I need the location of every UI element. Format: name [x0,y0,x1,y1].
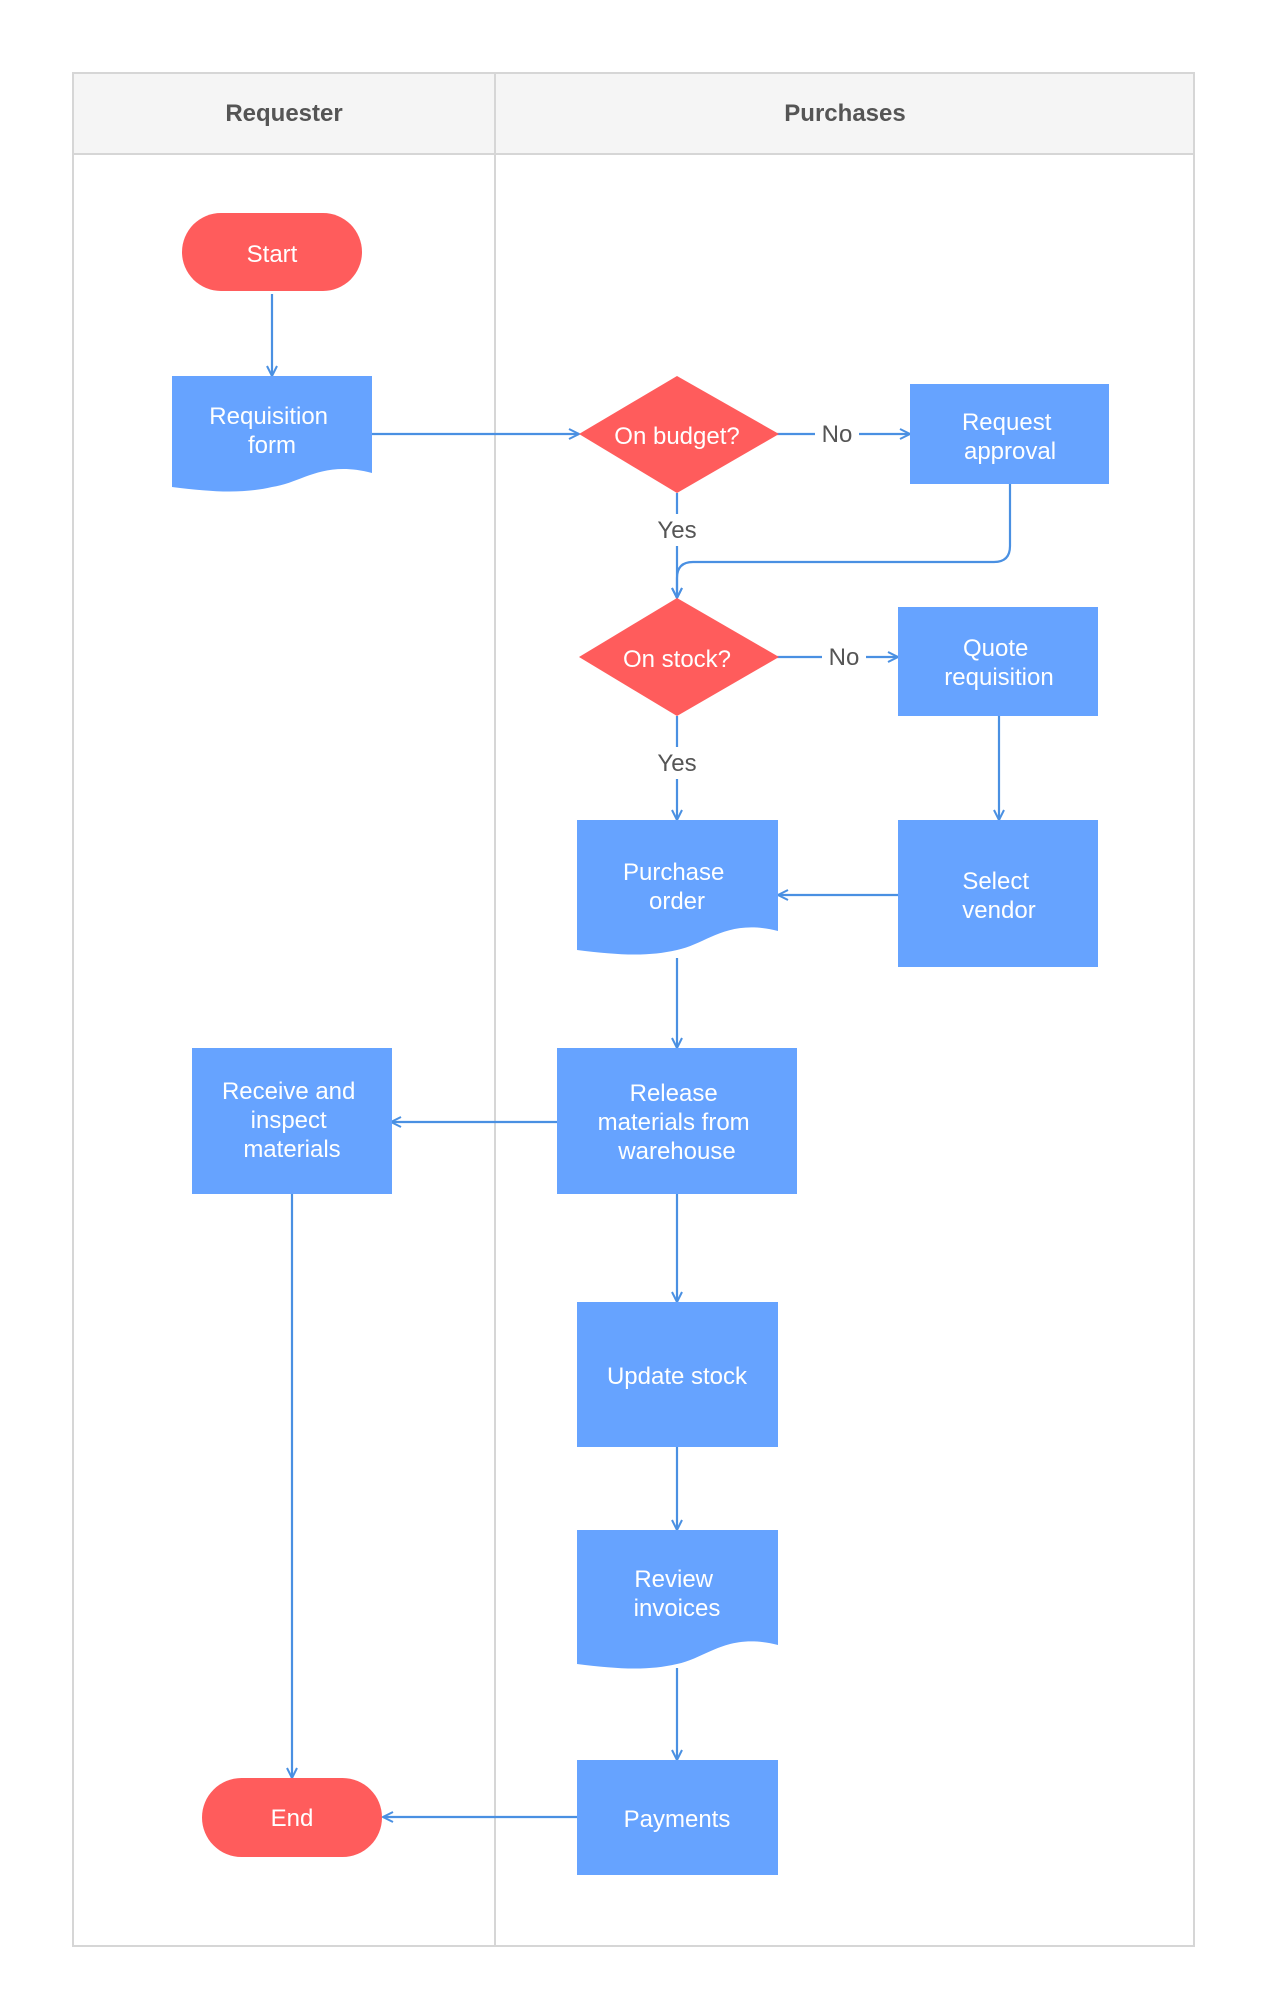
node-label: Payments [624,1806,731,1833]
payments-process[interactable]: Payments [577,1760,778,1875]
node-label: Request [962,409,1052,436]
review-invoices-document[interactable]: Review invoices [577,1530,778,1669]
node-label: Requisition [209,403,328,430]
on-stock-decision[interactable]: On stock? [579,598,779,716]
end-terminal[interactable]: End [202,1778,382,1857]
edge-label-stock-yes: Yes [657,750,696,777]
node-label: Update stock [607,1363,748,1390]
svg-text:Release materials from: Release materials from warehouse [598,1080,757,1165]
edge-approval-to-on-stock [677,484,1012,598]
svg-text:Purchase order: Purchase order [623,859,731,915]
svg-text:Select vendor: Select vendor [962,868,1035,924]
request-approval-process[interactable]: Request approval [910,384,1109,484]
node-label: warehouse [617,1138,735,1165]
svg-text:Payments: Payments [624,1806,731,1833]
svg-text:On budget?: On budget? [614,423,739,450]
edge-label-budget-yes: Yes [657,517,696,544]
node-label: inspect [251,1107,327,1134]
receive-inspect-process[interactable]: Receive and inspect materials [192,1048,392,1194]
svg-text:On stock?: On stock? [623,646,731,673]
node-label: materials [243,1136,340,1163]
swimlane-frame: Requester Purchases [72,72,1195,1947]
edge-label-stock-no: No [829,644,860,671]
node-label: requisition [944,664,1053,691]
node-label: invoices [634,1595,721,1622]
node-label: Release [630,1080,718,1107]
lane-header-purchases-bg [495,73,1194,154]
node-label: Review [634,1566,713,1593]
swimlane-border [72,72,1195,1947]
node-label: Receive and [222,1078,355,1105]
svg-text:Request approval: Request approval [962,409,1058,465]
edge-labels: No Yes No Yes [652,418,866,779]
on-budget-decision[interactable]: On budget? [579,376,779,493]
svg-text:Quote requisition: Quote requisition [944,635,1053,691]
node-label: Quote [963,635,1028,662]
svg-text:End: End [271,1805,314,1832]
lane-title-purchases: Purchases [784,100,905,127]
select-vendor-process[interactable]: Select vendor [898,820,1098,967]
svg-text:Receive and inspect: Receive and inspect materials [222,1078,362,1163]
node-label: On stock? [623,646,731,673]
node-label: vendor [962,897,1035,924]
svg-text:Requisition form: Requisition form [209,403,334,459]
edge-label-budget-no: No [822,421,853,448]
requisition-form-document[interactable]: Requisition form [172,376,372,492]
node-label: End [271,1805,314,1832]
lane-header-requester-bg [73,73,495,154]
node-label: On budget? [614,423,739,450]
svg-text:Review invoices: Review invoices [634,1566,721,1622]
nodes: Start Requisition form On budget? Reques… [172,213,1109,1875]
node-label: Purchase [623,859,724,886]
node-label: approval [964,438,1056,465]
start-terminal[interactable]: Start [182,213,362,291]
lane-title-requester: Requester [225,100,342,127]
svg-text:Start: Start [247,241,298,268]
purchase-order-document[interactable]: Purchase order [577,820,778,955]
update-stock-process[interactable]: Update stock [577,1302,778,1447]
quote-requisition-process[interactable]: Quote requisition [898,607,1098,716]
node-label: materials from [598,1109,750,1136]
node-label: form [248,432,296,459]
svg-text:Update stock: Update stock [607,1363,748,1390]
release-materials-process[interactable]: Release materials from warehouse [557,1048,797,1194]
node-label: order [649,888,705,915]
node-label: Select [962,868,1029,895]
node-label: Start [247,241,298,268]
